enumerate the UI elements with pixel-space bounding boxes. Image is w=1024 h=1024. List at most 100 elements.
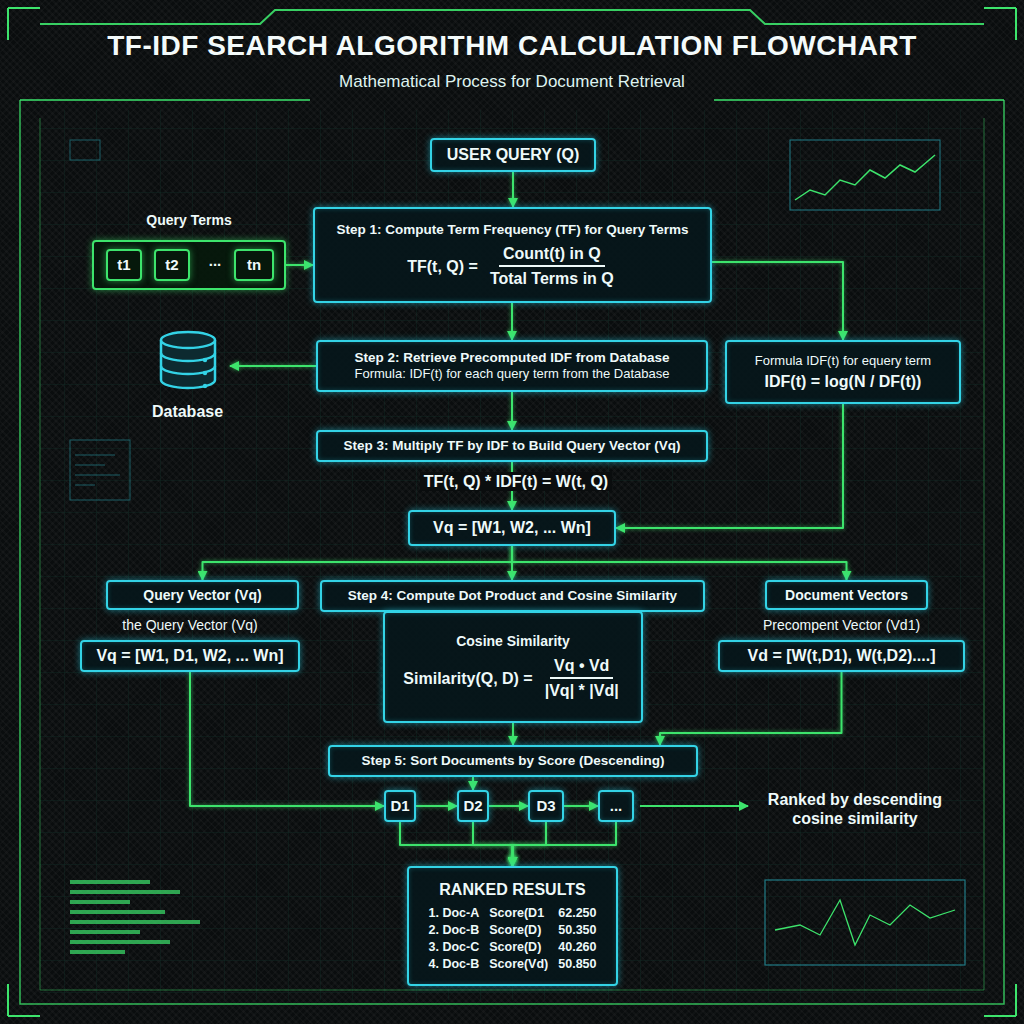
formula-note: TF(t, Q) * IDF(t) = W(t, Q) bbox=[420, 472, 612, 491]
flow-arrow bbox=[512, 172, 514, 207]
flow-arrow bbox=[511, 392, 513, 430]
node-text: Score(D) bbox=[489, 923, 548, 938]
grid-ground bbox=[40, 110, 984, 1000]
node-text: Step 3: Multiply TF by IDF to Build Quer… bbox=[344, 438, 681, 454]
node-text: 2. Doc-B bbox=[429, 923, 480, 938]
results-table: 1. Doc-A Score(D1 62.250 2. Doc-B Score(D) 50… bbox=[429, 906, 597, 972]
flow-arrow bbox=[416, 805, 457, 807]
node-text: tn bbox=[247, 256, 261, 274]
node-text: Count(t) in Q bbox=[499, 244, 605, 267]
node-text: Score(D1 bbox=[489, 906, 548, 921]
flow-arrow bbox=[473, 822, 513, 866]
node-text: Query Vector (Vq) bbox=[143, 587, 261, 604]
node-text: RANKED RESULTS bbox=[439, 880, 585, 899]
node-text: t1 bbox=[117, 256, 130, 274]
flow-arrow bbox=[472, 777, 474, 790]
node-text: Precompent Vector (Vd1) bbox=[700, 617, 983, 634]
node-text: t2 bbox=[165, 256, 178, 274]
vector-box: the Query Vector (Vq)Vq = [W1, D1, W2, .… bbox=[80, 640, 300, 672]
term-box: tn bbox=[234, 249, 274, 281]
flow-arrow bbox=[564, 805, 598, 807]
corner-chart bbox=[765, 880, 965, 965]
node-text: |Vq| * |Vd| bbox=[541, 679, 623, 700]
node-text: Vq = [W1, W2, ... Wn] bbox=[433, 518, 591, 537]
node-text: Document Vectors bbox=[785, 587, 908, 604]
flow-arrow bbox=[512, 546, 847, 580]
node-text: Score(Vd) bbox=[489, 957, 548, 972]
flow-arrow bbox=[286, 264, 313, 266]
flow-arrow bbox=[712, 262, 843, 340]
process-box: Step 4: Compute Dot Product and Cosine S… bbox=[320, 580, 705, 612]
node-text: 3. Doc-C bbox=[429, 940, 480, 955]
flow-arrow bbox=[203, 546, 513, 580]
process-box: Step 2: Retrieve Precomputed IDF from Da… bbox=[316, 340, 708, 392]
node-text: D3 bbox=[536, 797, 555, 815]
corner-chart bbox=[790, 140, 940, 210]
node-text: D2 bbox=[463, 797, 482, 815]
node-text: Query Terms bbox=[74, 212, 304, 229]
formula-row: Similarity(Q, D) = Vq • Vd|Vq| * |Vd| bbox=[403, 656, 622, 700]
process-box: Step 1: Compute Term Frequency (TF) for … bbox=[313, 207, 712, 303]
document-box: D2 bbox=[457, 790, 489, 822]
side-panel bbox=[70, 140, 130, 500]
header-box: Query Vector (Vq) bbox=[106, 580, 299, 610]
flow-arrow bbox=[616, 404, 843, 528]
flow-arrow bbox=[400, 822, 513, 866]
flow-arrow bbox=[660, 672, 842, 745]
note-arrow bbox=[640, 806, 748, 807]
node-text: Formula: IDF(t) for each query term from… bbox=[355, 366, 670, 382]
node-text: Step 2: Retrieve Precomputed IDF from Da… bbox=[354, 350, 669, 366]
node-text: USER QUERY (Q) bbox=[447, 145, 579, 164]
terms-box: Query Termst1t2tn bbox=[92, 240, 286, 290]
node-text: Step 1: Compute Term Frequency (TF) for … bbox=[336, 222, 688, 238]
node-text: IDF(t) = log(N / DF(t)) bbox=[765, 372, 922, 391]
formula-box: Formula IDF(t) for equery termIDF(t) = l… bbox=[725, 340, 961, 404]
node-text: ... bbox=[610, 797, 623, 815]
node-text: 62.250 bbox=[558, 906, 596, 921]
fraction: Vq • Vd|Vq| * |Vd| bbox=[541, 656, 623, 700]
start-box: USER QUERY (Q) bbox=[430, 138, 596, 172]
node-text: Total Terms in Q bbox=[486, 267, 618, 288]
node-text: TF(t, Q) = bbox=[407, 257, 478, 276]
node-text: 4. Doc-B bbox=[429, 957, 480, 972]
flow-arrow bbox=[230, 365, 316, 367]
fraction: Count(t) in QTotal Terms in Q bbox=[486, 244, 618, 288]
process-box: Step 5: Sort Documents by Score (Descend… bbox=[328, 745, 698, 777]
flow-arrow bbox=[489, 805, 528, 807]
title: TF-IDF SEARCH ALGORITHM CALCULATION FLOW… bbox=[0, 30, 1024, 62]
node-text: 40.260 bbox=[558, 940, 596, 955]
caption: Mathematical Process for Document Retrie… bbox=[0, 72, 1024, 92]
corner-bars bbox=[70, 880, 200, 954]
node-text: Vq = [W1, D1, W2, ... Wn] bbox=[96, 646, 283, 665]
flow-arrow bbox=[511, 303, 513, 340]
node-text: the Query Vector (Vq) bbox=[62, 617, 318, 634]
term-box: t1 bbox=[106, 249, 142, 281]
node-text: 50.850 bbox=[558, 957, 596, 972]
database-symbol bbox=[157, 328, 219, 392]
note: Ranked by descending cosine similarity bbox=[755, 790, 955, 828]
formula-row: TF(t, Q) = Count(t) in QTotal Terms in Q bbox=[407, 244, 618, 288]
node-text: Formula IDF(t) for equery term bbox=[755, 353, 931, 369]
database-icon: Database bbox=[145, 322, 230, 422]
flow-arrow bbox=[512, 723, 514, 745]
term-box: t2 bbox=[154, 249, 190, 281]
formula-box: Cosine SimilaritySimilarity(Q, D) = Vq • … bbox=[383, 611, 643, 723]
node-text: D1 bbox=[390, 797, 409, 815]
node-text: Database bbox=[152, 402, 223, 421]
process-box: Step 3: Multiply TF by IDF to Build Quer… bbox=[316, 430, 708, 462]
vector-box: Precompent Vector (Vd1)Vd = [W(t,D1), W(… bbox=[718, 640, 965, 672]
ellipsis: ... bbox=[200, 252, 230, 270]
node-text: Vd = [W(t,D1), W(t,D2)....] bbox=[748, 646, 936, 665]
header-box: Document Vectors bbox=[765, 580, 928, 610]
node-text: Cosine Similarity bbox=[456, 633, 570, 650]
frame bbox=[8, 8, 1016, 1016]
results-box: RANKED RESULTS 1. Doc-A Score(D1 62.250 2. D… bbox=[407, 866, 618, 986]
node-text: Score(D) bbox=[489, 940, 548, 955]
node-text: 1. Doc-A bbox=[429, 906, 480, 921]
node-text: Similarity(Q, D) = bbox=[403, 669, 532, 688]
node-text: Step 4: Compute Dot Product and Cosine S… bbox=[348, 588, 677, 604]
node-text: Step 5: Sort Documents by Score (Descend… bbox=[361, 753, 664, 769]
vector-box: Vq = [W1, W2, ... Wn] bbox=[408, 510, 616, 546]
node-text: Vq • Vd bbox=[550, 656, 613, 679]
